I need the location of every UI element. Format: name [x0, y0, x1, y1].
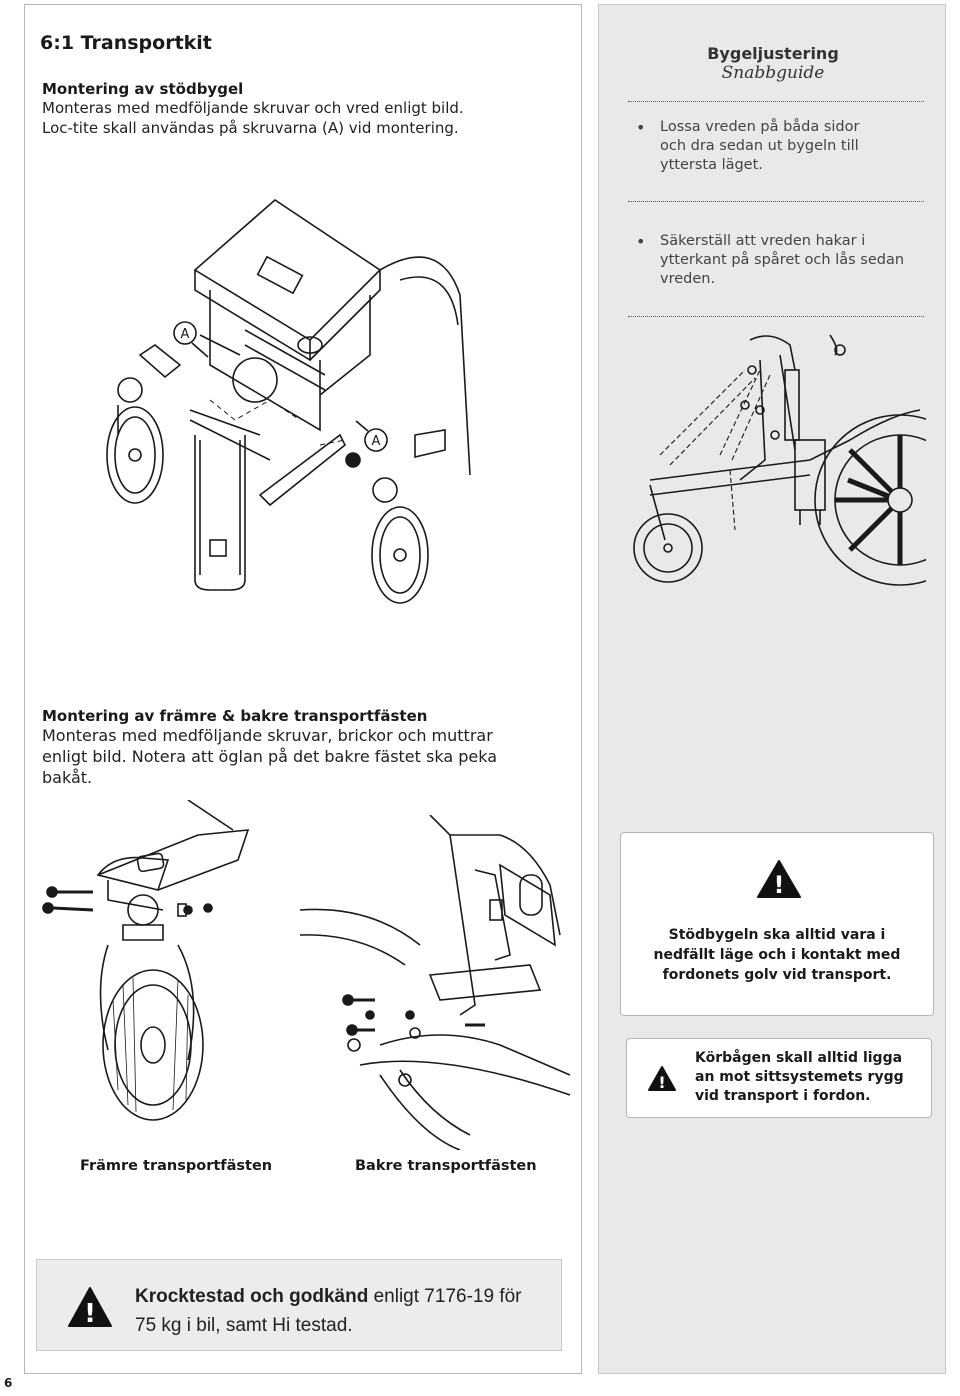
label-a-upper: A [181, 327, 190, 342]
push-handle-warning-line3: vid transport i fordon. [695, 1088, 871, 1104]
mounting-brackets-text-2: enligt bild. Notera att öglan på det bak… [42, 747, 498, 766]
bar-adjustment-illustration [633, 334, 926, 586]
label-a-lower: A [372, 434, 381, 449]
divider [628, 316, 924, 317]
divider [628, 101, 924, 102]
support-bar-warning-line2: nedfällt läge och i kontakt med [653, 947, 901, 963]
guide-step-2-line1: Säkerställ att vreden hakar i [660, 233, 866, 249]
divider [628, 201, 924, 202]
front-bracket-caption: Främre transportfästen [80, 1158, 273, 1174]
guide-step-1-line2: och dra sedan ut bygeln till [660, 138, 859, 154]
guide-step-2-line3: vreden. [660, 271, 716, 287]
mounting-brackets-section: Montering av främre & bakre transportfäs… [42, 707, 562, 788]
warning-icon: ! [648, 1066, 676, 1092]
push-handle-warning-line1: Körbågen skall alltid ligga [695, 1050, 903, 1066]
warning-icon-mark: ! [774, 871, 785, 899]
guide-step-1-line1: Lossa vreden på båda sidor [660, 119, 860, 135]
guide-step-2-line2: ytterkant på spåret och lås sedan [660, 252, 905, 268]
quick-guide-panel [598, 4, 946, 1374]
warning-icon-mark: ! [84, 1299, 96, 1328]
mounting-bar-section: Montering av stödbygel Monteras med medf… [42, 80, 562, 138]
bullet-icon: • [636, 232, 646, 251]
page-number: 6 [4, 1376, 13, 1390]
mounting-brackets-text-3: bakåt. [42, 768, 93, 787]
bullet-icon: • [636, 118, 646, 137]
page-frame [24, 4, 582, 1374]
support-bar-warning-line3: fordonets golv vid transport. [662, 967, 892, 983]
guide-step-2: • Säkerställ att vreden hakar i ytterkan… [636, 232, 920, 289]
quick-guide-title: Bygeljustering [707, 44, 839, 63]
push-handle-warning-line2: an mot sittsystemets rygg [695, 1069, 904, 1085]
mounting-bar-text-2: Loc-tite skall användas på skruvarna (A)… [42, 119, 459, 137]
support-bar-warning: ! Stödbygeln ska alltid vara i nedfällt … [620, 832, 934, 1016]
guide-step-1-line3: yttersta läget. [660, 157, 763, 173]
crash-test-line2: 75 kg i bil, samt Hi testad. [135, 1315, 353, 1336]
crash-test-text: Krocktestad och godkänd enligt 7176-19 f… [135, 1282, 555, 1340]
guide-step-1: • Lossa vreden på båda sidor och dra sed… [636, 118, 920, 175]
rear-bracket-illustration [300, 815, 570, 1150]
push-handle-warning: ! Körbågen skall alltid ligga an mot sit… [626, 1038, 932, 1118]
mounting-bar-text-1: Monteras med medföljande skruvar och vre… [42, 99, 464, 117]
quick-guide-header: Bygeljustering Snabbguide [620, 44, 926, 83]
warning-icon: ! [68, 1287, 112, 1328]
mounting-brackets-heading: Montering av främre & bakre transportfäs… [42, 707, 428, 725]
section-title: 6:1 Transportkit [40, 32, 212, 54]
front-bracket-illustration [42, 800, 250, 1121]
warning-icon: ! [757, 860, 801, 899]
crash-test-bold: Krocktestad och godkänd [135, 1286, 369, 1307]
mounting-bar-heading: Montering av stödbygel [42, 80, 244, 98]
quick-guide-subtitle: Snabbguide [721, 63, 825, 83]
support-bar-illustration: A A [106, 198, 471, 604]
rear-bracket-caption: Bakre transportfästen [355, 1158, 537, 1174]
support-bar-warning-line1: Stödbygeln ska alltid vara i [668, 927, 886, 943]
crash-test-normal: enligt 7176-19 för [368, 1286, 522, 1307]
warning-icon-mark: ! [658, 1073, 665, 1092]
mounting-brackets-text-1: Monteras med medföljande skruvar, bricko… [42, 726, 493, 745]
crash-test-box: ! Krocktestad och godkänd enligt 7176-19… [36, 1259, 562, 1351]
